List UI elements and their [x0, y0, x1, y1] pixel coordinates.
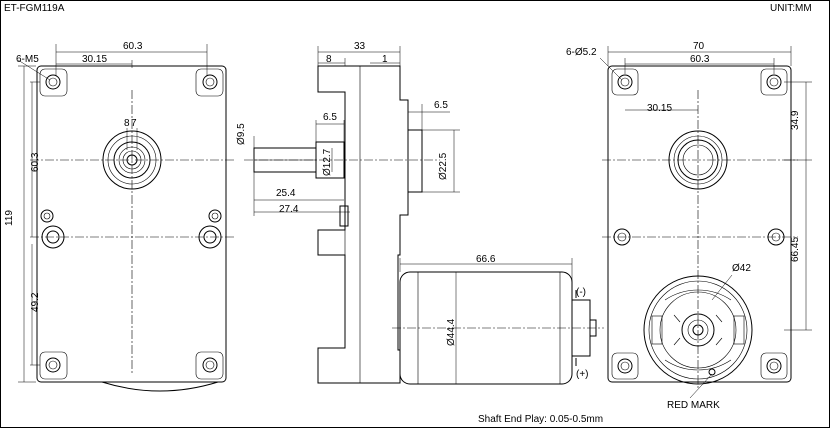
- side-shaft-len-b-dim: 27.4: [279, 204, 299, 215]
- side-view: [244, 46, 604, 385]
- red-mark-label: RED MARK: [667, 400, 720, 411]
- shaft-end-play-note: Shaft End Play: 0.05-0.5mm: [478, 414, 604, 425]
- terminal-minus-label: (-): [576, 287, 586, 298]
- gearbox-rear-outline: [607, 65, 792, 383]
- side-depth-dim: 33: [354, 41, 366, 52]
- rear-upper-height-dim: 34.9: [790, 110, 801, 130]
- rear-mount-holes: [611, 68, 788, 380]
- rear-motor-dia-dim: Ø42: [732, 263, 751, 274]
- rear-dimensions: [599, 46, 812, 399]
- motor-dia-dim: Ø44.4: [446, 318, 457, 346]
- rear-hole-span-dim: 60.3: [690, 54, 710, 65]
- front-dimensions: [17, 44, 208, 383]
- side-dimensions: [253, 46, 573, 384]
- motor-length-dim: 66.6: [476, 254, 496, 265]
- side-boss-len-dim: 6.5: [323, 112, 337, 123]
- front-shaft-boss: [102, 130, 162, 190]
- side-boss-dia-dim: Ø12.7: [322, 148, 333, 176]
- side-rear-len-dim: 6.5: [434, 100, 448, 111]
- front-shaft-flat-a: 8: [124, 118, 130, 129]
- side-clip: [339, 205, 349, 227]
- front-lower-height-dim: 49.2: [30, 292, 41, 312]
- front-width-dim: 60.3: [123, 41, 143, 52]
- rear-shaft-boss: [668, 130, 728, 190]
- front-height-dim: 119: [4, 210, 15, 226]
- rear-motor-end: [643, 275, 753, 385]
- side-shaft-dia-dim: Ø9.5: [236, 123, 247, 145]
- terminal-plus-label: (+): [576, 369, 589, 380]
- rear-holes-callout: 6-Ø5.2: [566, 47, 597, 58]
- front-center-height-dim: 60.3: [30, 152, 41, 172]
- front-mount-holes: [39, 68, 224, 380]
- red-mark-dot: [708, 368, 716, 376]
- unit-label: UNIT:MM: [770, 3, 812, 14]
- model-title: ET-FGM119A: [4, 3, 65, 14]
- gearbox-front-outline: [36, 65, 227, 383]
- front-holes-callout: 6-M5: [16, 54, 39, 65]
- rear-hole-offset-dim: 30.15: [647, 103, 673, 114]
- side-rear-dia-dim: Ø22.5: [438, 152, 449, 180]
- side-gap-dim: 1: [382, 54, 388, 65]
- rear-width-dim: 70: [693, 41, 705, 52]
- rear-lower-height-dim: 66.45: [790, 236, 801, 262]
- gearbox-front-bulge: [101, 381, 219, 392]
- rear-boss: [407, 129, 423, 193]
- side-shaft-len-a-dim: 25.4: [276, 188, 296, 199]
- side-flange-dim: 8: [326, 54, 332, 65]
- front-view: [17, 44, 234, 392]
- front-hole-offset-dim: 30.15: [82, 54, 108, 65]
- front-shaft-flat-b: 7: [131, 118, 137, 129]
- rear-view: [599, 46, 812, 399]
